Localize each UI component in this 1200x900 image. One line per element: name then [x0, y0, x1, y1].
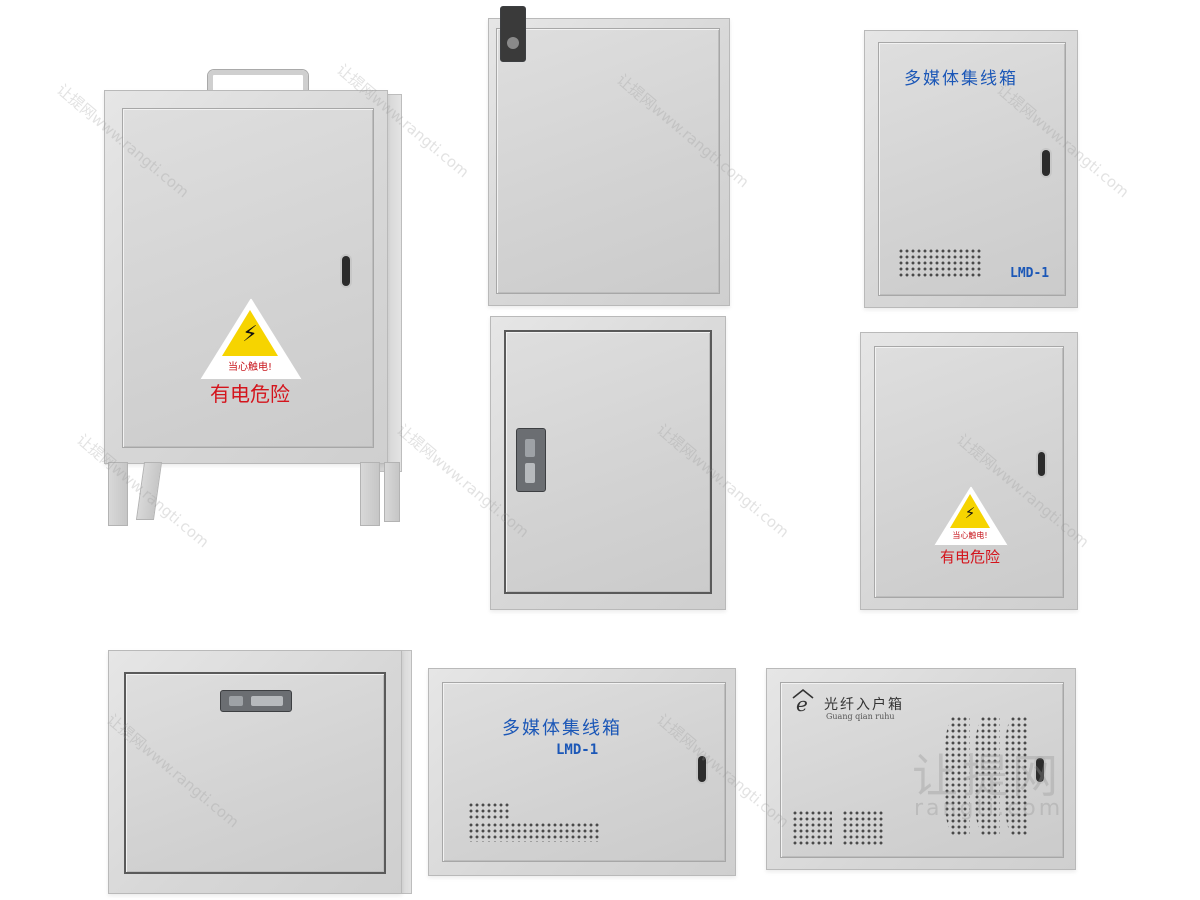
- vent-block-right: [842, 810, 884, 846]
- vent-arc-right: [1004, 716, 1028, 836]
- lock-plate[interactable]: [516, 428, 546, 492]
- lightning-bolt-icon: ⚡: [964, 504, 976, 522]
- top-lock[interactable]: [500, 6, 526, 62]
- box-door[interactable]: [874, 346, 1064, 598]
- vent-arc-middle: [974, 716, 1000, 836]
- lightning-bolt-icon: ⚡: [242, 322, 258, 347]
- cabinet-leg-left: [108, 462, 128, 526]
- fiber-box-subtitle: Guang qian ruhu: [826, 712, 895, 721]
- danger-label: 有电危险: [210, 382, 290, 406]
- lock-cylinder-icon: [507, 37, 519, 49]
- watermark-logo: 让提网: [912, 749, 1062, 803]
- model-label: LMD-1: [1010, 266, 1050, 281]
- lock-keyhole-icon: [525, 439, 535, 457]
- cabinet-leg-right: [360, 462, 380, 526]
- cabinet-leg-left-rear: [135, 462, 163, 520]
- fiber-logo-letter: e: [796, 692, 808, 716]
- model-label: LMD-1: [556, 742, 599, 758]
- lock-plate[interactable]: [220, 690, 292, 712]
- vent-arc-left: [944, 716, 970, 836]
- danger-label: 有电危险: [939, 548, 1000, 566]
- cabinet-door[interactable]: [122, 108, 374, 448]
- door-handle[interactable]: [698, 756, 706, 782]
- vent-holes-lower: [468, 822, 600, 842]
- lock-lever-icon: [251, 696, 283, 706]
- fiber-box-title: 光纤入户箱: [824, 697, 904, 713]
- lock-keyhole-icon: [229, 696, 243, 706]
- door-handle[interactable]: [1042, 150, 1050, 176]
- warning-sign-caption: 当心触电!: [227, 362, 272, 373]
- vent-holes-upper: [468, 802, 510, 820]
- house-logo-icon: [792, 688, 814, 710]
- media-box-title: 多媒体集线箱: [502, 718, 622, 739]
- door-handle[interactable]: [342, 256, 350, 286]
- door-handle[interactable]: [1038, 452, 1045, 476]
- warning-sign-caption: 当心触电!: [952, 531, 988, 540]
- vent-holes: [898, 248, 982, 278]
- door-handle[interactable]: [1036, 758, 1044, 782]
- cabinet-leg-right-rear: [384, 462, 400, 522]
- carry-handle[interactable]: [208, 70, 308, 97]
- box-door[interactable]: [496, 28, 720, 294]
- lock-lever-icon: [525, 463, 535, 483]
- media-box-title: 多媒体集线箱: [904, 69, 1018, 89]
- vent-block-left: [792, 810, 832, 846]
- watermark-url: rangti.com: [914, 796, 1064, 821]
